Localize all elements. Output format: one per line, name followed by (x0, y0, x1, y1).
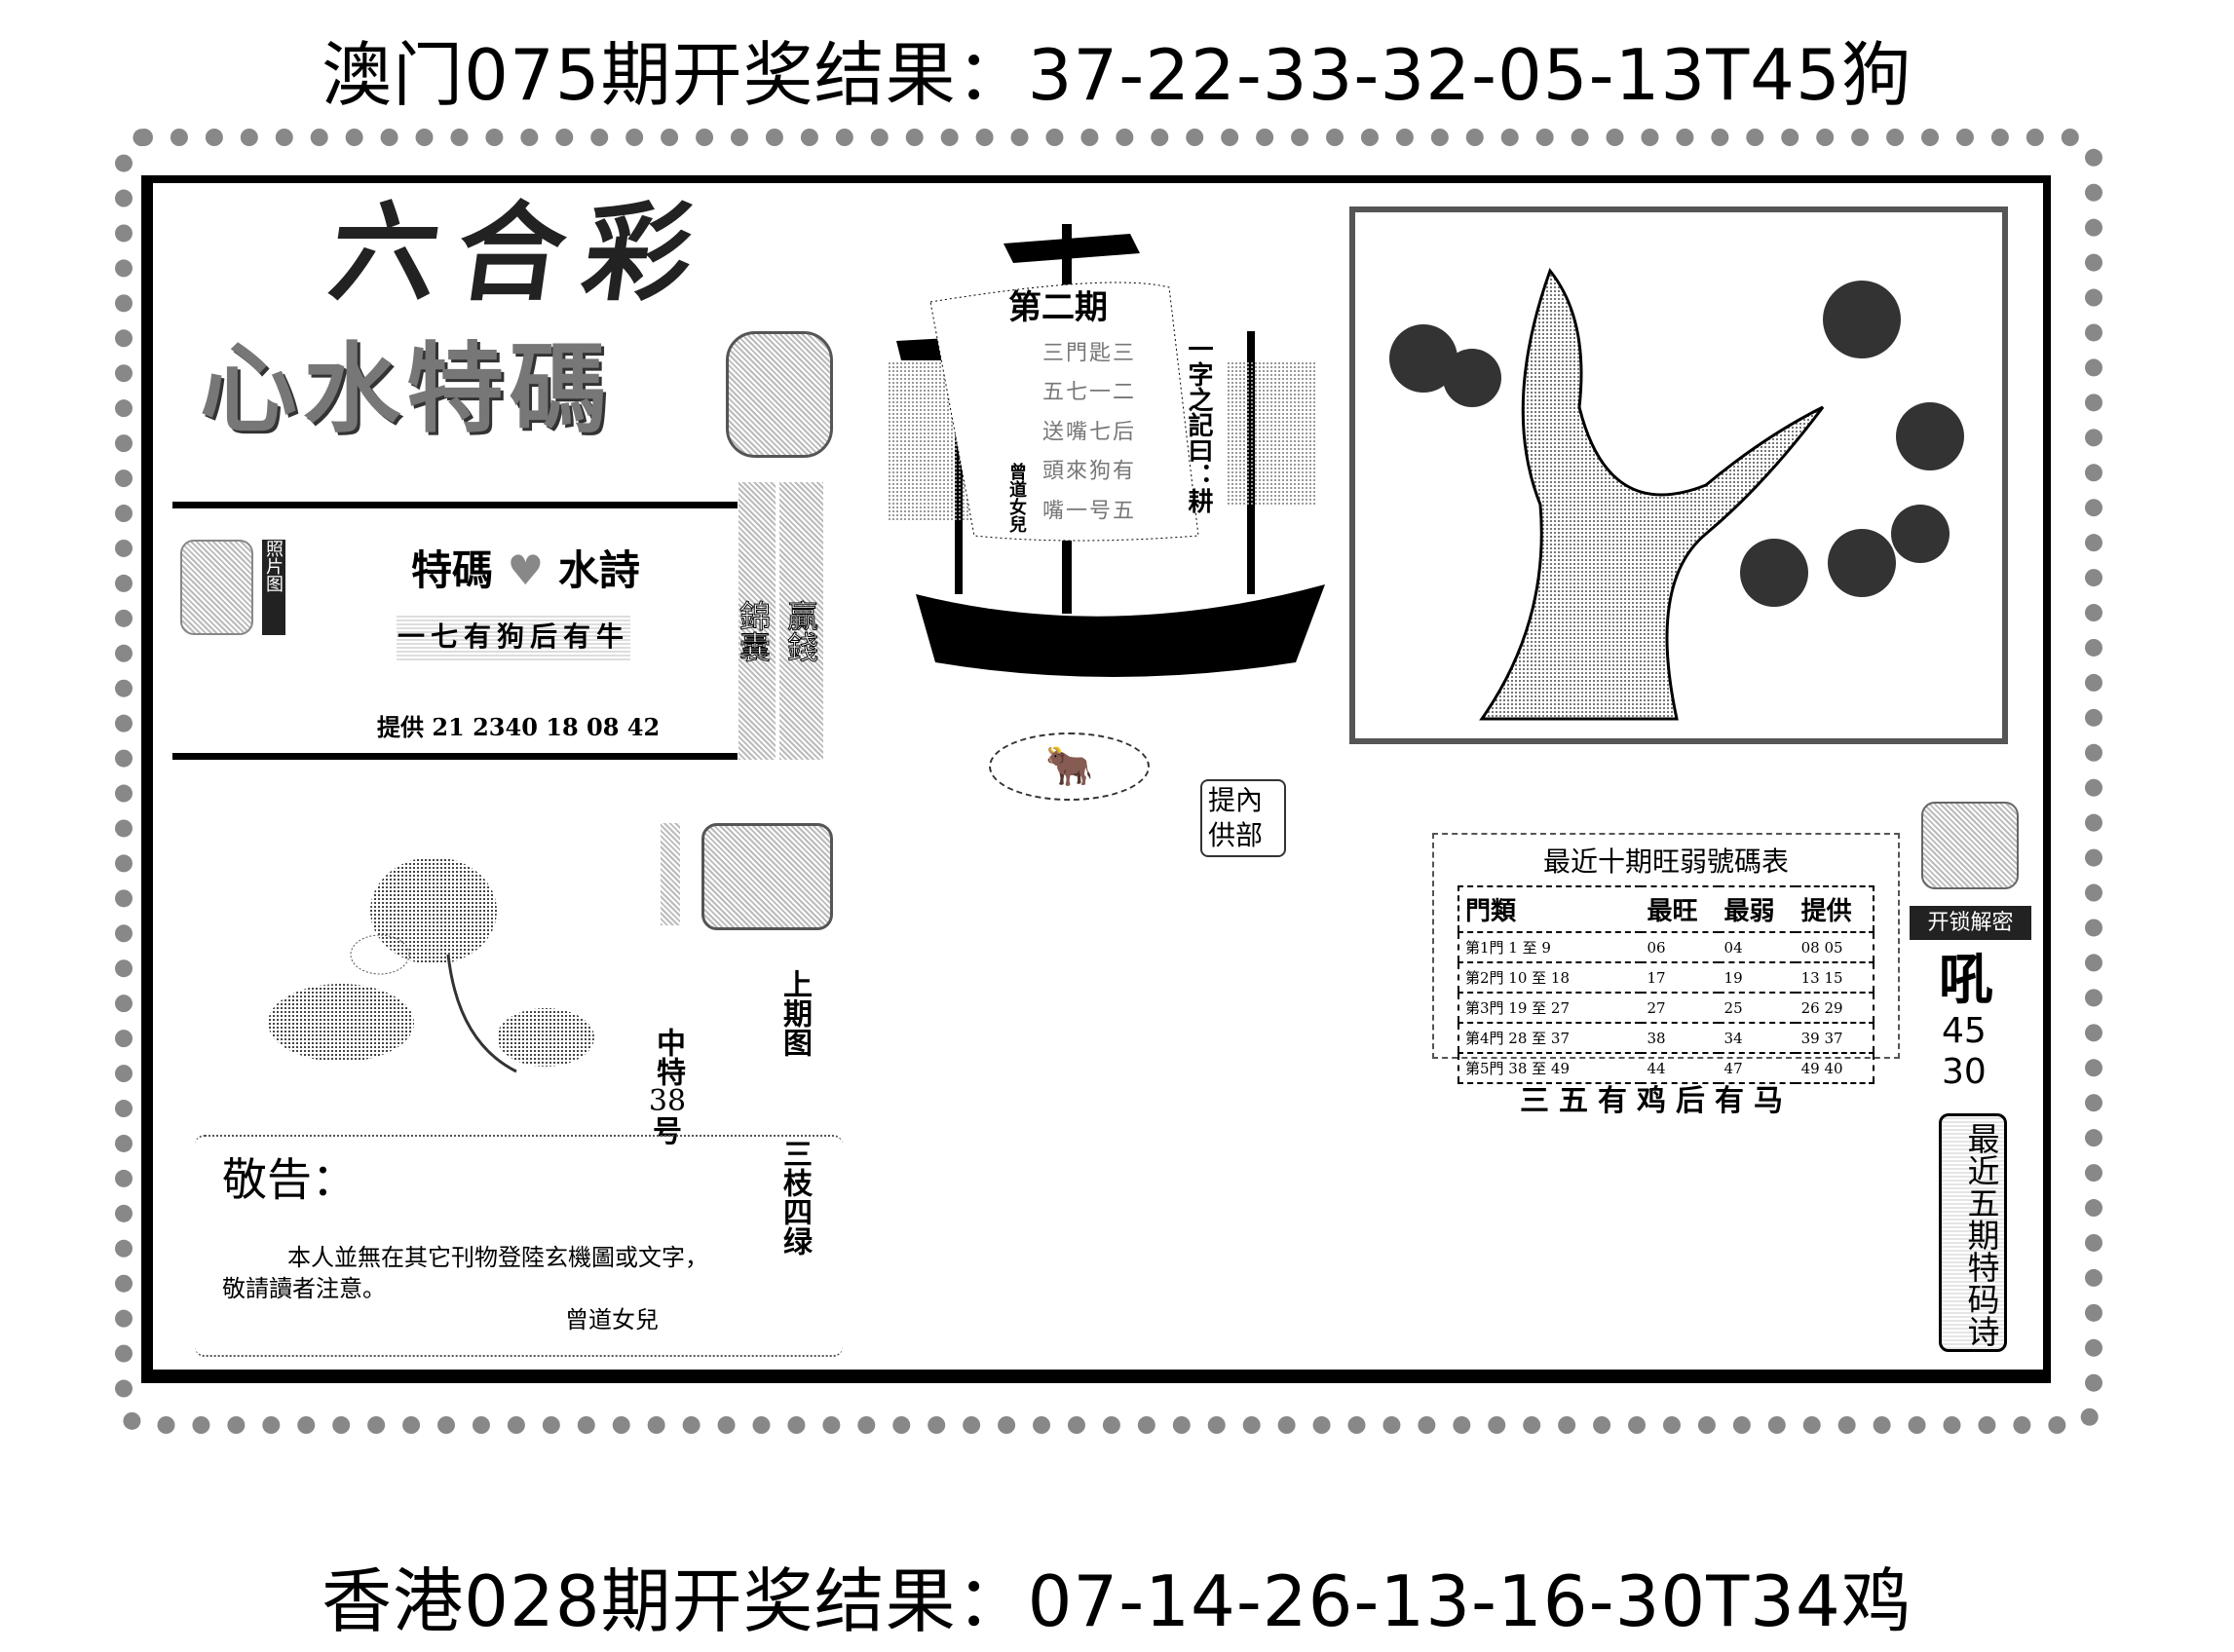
cell: 08 05 (1795, 932, 1874, 963)
last-issue-text: 上期图 三枝四绿 (775, 969, 814, 1256)
ox-icon: 🐂 (989, 732, 1150, 801)
last-issue-value: 三枝四绿 (777, 1139, 812, 1256)
cell: 第3門 19 至 27 (1458, 993, 1642, 1024)
heart-icon: ♥ (507, 546, 545, 594)
notice-line-1: 本人並無在其它刊物登陸玄機圖或文字， (287, 1244, 708, 1271)
title-right: 水詩 (557, 546, 640, 594)
poem-panel: 照片图 特碼 ♥ 水詩 一七有狗后有牛 提供 21 2340 18 08 42 (172, 502, 738, 760)
hit-number: 38 (648, 1084, 687, 1118)
col-header: 最旺 (1641, 886, 1719, 933)
cell: 47 (1718, 1053, 1796, 1084)
verse-line: 三匙門三 (1039, 341, 1133, 362)
internal-badge: 提內供部 (1200, 779, 1286, 857)
bar-decor (661, 823, 680, 925)
col-header: 最弱 (1718, 886, 1796, 933)
side-label: 照片图 (262, 540, 285, 635)
cell: 06 (1641, 932, 1719, 963)
number-2: 30 (1942, 1052, 1987, 1092)
hit-suffix: 号 (653, 1115, 682, 1149)
cell: 04 (1718, 932, 1796, 963)
cell: 34 (1718, 1023, 1796, 1054)
logo-title: 六合彩 (322, 191, 720, 316)
decorative-border (115, 129, 2102, 1434)
table-header: 門類 最旺 最弱 提供 (1458, 886, 1874, 933)
verse-line: 有狗來頭 (1039, 459, 1133, 481)
cell: 第4門 28 至 37 (1458, 1023, 1642, 1054)
bird-image (180, 540, 253, 635)
notice-box: 敬告： 本人並無在其它刊物登陸玄機圖或文字， 敬請讀者注意。 曾道女兒 (195, 1135, 843, 1357)
seal-image (726, 331, 833, 458)
notice-signature: 曾道女兒 (565, 1306, 659, 1333)
cell: 26 29 (1795, 993, 1874, 1024)
page-border (141, 175, 2051, 1383)
provide-numbers: 提供 21 2340 18 08 42 (377, 713, 661, 741)
verse-line: 二一七五 (1039, 380, 1133, 402)
table-title: 最近十期旺弱號碼表 (1542, 845, 1789, 878)
cell: 第1門 1 至 9 (1458, 932, 1642, 963)
cell: 49 40 (1795, 1053, 1874, 1084)
col-header: 提供 (1795, 886, 1874, 933)
verse-line: 后七嘴送 (1039, 419, 1133, 441)
bonsai-tree-image (1349, 206, 2008, 744)
recent-poem-label: 最近五期特码诗 (1939, 1113, 2007, 1352)
verse-line: 五号一嘴 (1039, 498, 1133, 520)
cell: 25 (1718, 993, 1796, 1024)
ship-illustration (887, 224, 1325, 677)
side-bar-1: 錦囊 (735, 482, 776, 760)
last-issue-label: 上期图 (777, 969, 812, 1057)
cell: 39 37 (1795, 1023, 1874, 1054)
cell: 第2門 10 至 18 (1458, 962, 1642, 994)
cell: 27 (1641, 993, 1719, 1024)
unlock-label: 开锁解密 (1910, 906, 2031, 940)
hit-label: 中特 (651, 1028, 685, 1086)
cell: 第5門 38 至 49 (1458, 1053, 1642, 1084)
lock-image (1921, 802, 2019, 889)
table-poem: 三五有鸡后有马 (1520, 1084, 1793, 1118)
check-image (701, 823, 833, 930)
notice-line-2: 敬請讀者注意。 (222, 1275, 386, 1302)
ship-verse: 三匙門三 二一七五 后七嘴送 有狗來頭 五号一嘴 (1039, 341, 1133, 536)
cell: 38 (1641, 1023, 1719, 1054)
ship-author: 曾道女兒 (1006, 463, 1027, 533)
ship-side-text: 一字之記曰：耕 (1184, 336, 1213, 513)
side-bar-2: 贏錢 (779, 482, 823, 760)
poem-line: 一七有狗后有牛 (397, 614, 630, 660)
roar-char: 吼 (1939, 949, 1993, 1012)
cell: 17 (1641, 962, 1719, 994)
logo-subtitle: 心水特碼 (200, 332, 613, 446)
col-header: 門類 (1458, 886, 1642, 933)
notice-title: 敬告： (222, 1153, 357, 1206)
hit-text: 中特 38 号 (643, 1028, 692, 1148)
cell: 13 15 (1795, 962, 1874, 994)
number-1: 45 (1942, 1011, 1987, 1051)
hk-result-headline: 香港028期开奖结果：07-14-26-13-16-30T34鸡 (322, 1560, 1912, 1642)
title-left: 特碼 (411, 546, 494, 594)
cell: 19 (1718, 962, 1796, 994)
macau-result-headline: 澳门075期开奖结果：37-22-33-32-05-13T45狗 (322, 34, 1912, 116)
ship-issue: 第二期 (1008, 288, 1108, 327)
lotus-image (268, 857, 594, 1073)
poem-title: 特碼 ♥ 水詩 (411, 538, 640, 597)
cell: 44 (1641, 1053, 1719, 1084)
